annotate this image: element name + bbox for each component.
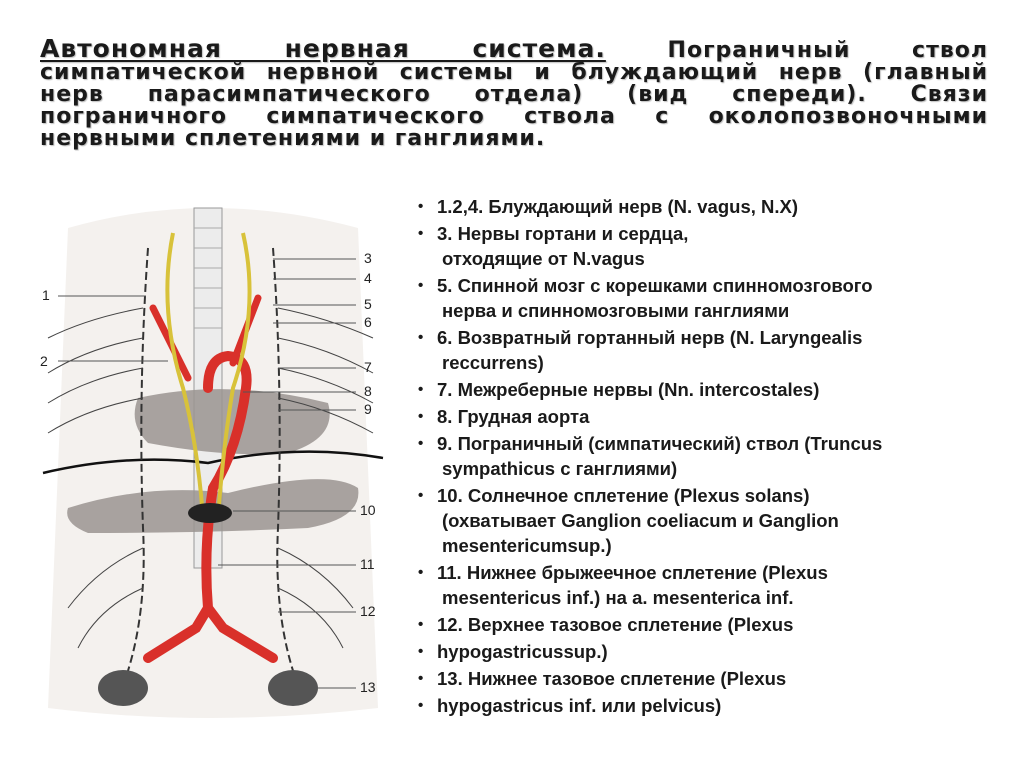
bullet-icon: • [418, 564, 424, 581]
legend-line: mesentericumsup.) [442, 535, 612, 556]
legend-line: 1.2,4. Блуждающий нерв (N. vagus, N.X) [437, 196, 799, 217]
legend-list: •1.2,4. Блуждающий нерв (N. vagus, N.X)•… [414, 194, 1014, 720]
bullet-icon: • [418, 329, 424, 346]
anatomy-figure: 1 2 3 4 5 6 7 8 9 10 11 12 13 [28, 188, 392, 728]
bullet-icon: • [418, 408, 424, 425]
title-rest: Пограничный ствол симпатической нервной … [40, 38, 988, 151]
legend-item: • 5. Спинной мозг с корешками спинномозго… [414, 273, 1014, 323]
legend-item: • 8. Грудная аорта [414, 404, 1014, 429]
legend-line: hypogastricus inf. или pelvicus) [437, 695, 722, 716]
legend-item: • 10. Солнечное сплетение (Plexus solans)… [414, 483, 1014, 558]
label-6: 6 [364, 314, 372, 330]
bullet-icon: • [418, 616, 424, 633]
bullet-icon: • [418, 277, 424, 294]
legend-line: 7. Межреберные нервы (Nn. intercostales) [437, 379, 820, 400]
legend-item: • 3. Нервы гортани и сердца, отходящие от … [414, 221, 1014, 271]
legend-line: sympathicus с ганглиями) [442, 458, 678, 479]
label-4: 4 [364, 270, 372, 286]
legend-item: • 9. Пограничный (симпатический) ствол (T… [414, 431, 1014, 481]
label-3: 3 [364, 250, 372, 266]
legend-line: 11. Нижнее брыжеечное сплетение (Plexus [437, 562, 828, 583]
legend-line: reccurrens) [442, 352, 544, 373]
legend-line: отходящие от N.vagus [442, 248, 645, 269]
legend-line: нерва и спинномозговыми ганглиями [442, 300, 790, 321]
legend-item: • hypogastricussup.) [414, 639, 1014, 664]
legend-line: 12. Верхнее тазовое сплетение (Plexus [437, 614, 794, 635]
label-2: 2 [40, 353, 48, 369]
legend-line: 13. Нижнее тазовое сплетение (Plexus [437, 668, 787, 689]
bullet-icon: • [418, 670, 424, 687]
legend-line: hypogastricussup.) [437, 641, 608, 662]
label-9: 9 [364, 401, 372, 417]
legend-line: 10. Солнечное сплетение (Plexus solans) [437, 485, 810, 506]
bullet-icon: • [418, 643, 424, 660]
label-10: 10 [360, 502, 376, 518]
legend-item: • 6. Возвратный гортанный нерв (N. Laryng… [414, 325, 1014, 375]
legend-line: 5. Спинной мозг с корешками спинномозгов… [437, 275, 873, 296]
bullet-icon: • [418, 697, 424, 714]
bullet-icon: • [418, 435, 424, 452]
legend-item: • 1.2,4. Блуждающий нерв (N. vagus, N.X) [414, 194, 1014, 219]
label-11: 11 [360, 556, 375, 572]
label-13: 13 [360, 679, 376, 695]
label-5: 5 [364, 296, 372, 312]
bullet-icon: • [418, 381, 424, 398]
bullet-icon: • [418, 487, 424, 504]
legend-line: (охватывает Ganglion coeliacum и Ganglio… [442, 510, 839, 531]
legend-line: 8. Грудная аорта [437, 406, 590, 427]
legend-item: • 13. Нижнее тазовое сплетение (Plexus [414, 666, 1014, 691]
label-8: 8 [364, 383, 372, 399]
legend-item: • 12. Верхнее тазовое сплетение (Plexus [414, 612, 1014, 637]
legend-line: mesentericus inf.) на a. mesenterica inf… [442, 587, 794, 608]
legend-item: • 11. Нижнее брыжеечное сплетение (Plexus… [414, 560, 1014, 610]
slide-title: Автономная нервная система. Пограничный … [40, 36, 988, 151]
label-1: 1 [42, 287, 50, 303]
legend-line: 6. Возвратный гортанный нерв (N. Larynge… [437, 327, 863, 348]
legend-item: • hypogastricus inf. или pelvicus) [414, 693, 1014, 718]
anatomy-illustration: 1 2 3 4 5 6 7 8 9 10 11 12 13 [28, 188, 392, 728]
label-12: 12 [360, 603, 376, 619]
bullet-icon: • [418, 198, 424, 215]
title-lead: Автономная нервная система. [40, 34, 606, 63]
bullet-icon: • [418, 225, 424, 242]
legend-item: • 7. Межреберные нервы (Nn. intercostales… [414, 377, 1014, 402]
legend-line: 9. Пограничный (симпатический) ствол (Tr… [437, 433, 883, 454]
legend-line: 3. Нервы гортани и сердца, [437, 223, 689, 244]
label-7: 7 [364, 359, 372, 375]
